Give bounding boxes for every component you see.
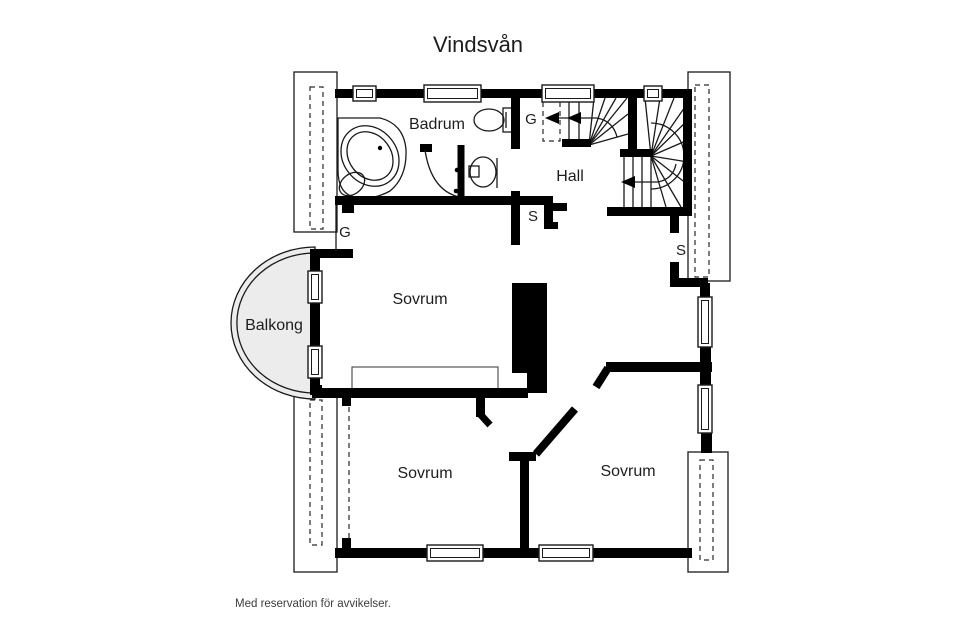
toilet-icon (473, 107, 513, 133)
chimney (512, 283, 547, 373)
staircase (542, 97, 689, 208)
room-label-hall: Hall (556, 168, 584, 185)
wardrobe-outline (351, 366, 499, 392)
room-label-sovrum-lower-left: Sovrum (397, 465, 452, 482)
room-labels: Vindsvån Badrum Hall Balkong Sovrum Sovr… (245, 32, 686, 482)
shower-icon (420, 144, 465, 200)
stair-direction-arrow (545, 112, 559, 124)
sink-icon (468, 156, 498, 188)
window-icon (697, 384, 713, 434)
closet-label-g-left: G (339, 224, 351, 241)
wall-sovrum-divider (312, 388, 528, 398)
page-title: Vindsvån (433, 32, 523, 57)
stair-direction-arrow (621, 176, 635, 188)
under-stair-closet (542, 100, 561, 142)
wall-stair-bottom (607, 207, 692, 216)
wall-badrum-hall-upper (511, 89, 520, 149)
disclaimer-text: Med reservation för avvikelser. (235, 598, 391, 610)
balcony (230, 246, 316, 400)
balcony-railing (236, 252, 316, 394)
closet-label-s-hall: S (528, 208, 538, 225)
windows (307, 84, 713, 562)
wall-corridor (606, 362, 712, 372)
furniture (351, 366, 499, 392)
room-label-sovrum-upper: Sovrum (392, 291, 447, 308)
closet-label-s-right: S (676, 242, 686, 259)
window-icon (541, 84, 595, 103)
window-icon (352, 85, 377, 102)
window-icon (426, 544, 484, 562)
balcony-door-icon (307, 345, 323, 379)
wall-right-upper (683, 89, 692, 216)
room-label-balkong: Balkong (245, 317, 303, 334)
wall-bedroom-divider (520, 458, 529, 553)
wall-badrum-hall-lower (511, 191, 520, 245)
walls (310, 89, 712, 558)
wall-balcony-side (310, 252, 320, 274)
balcony-floor (230, 246, 316, 400)
dormer-top-left (293, 71, 338, 233)
wall-diagonal (532, 406, 579, 457)
dormer-bottom-right (687, 451, 729, 573)
balcony-door-icon (307, 270, 323, 304)
dormer-top-right (687, 71, 731, 282)
room-label-badrum: Badrum (409, 116, 465, 133)
wall-bottom (335, 548, 692, 558)
bathtub-icon (337, 117, 407, 199)
wall-badrum-bottom (335, 196, 553, 205)
window-icon (643, 85, 663, 102)
window-icon (423, 84, 482, 103)
closet-label-g-stairs: G (525, 111, 537, 128)
wall-stair-spine (628, 89, 637, 157)
room-label-sovrum-lower-right: Sovrum (600, 463, 655, 480)
stair-direction-arrow (567, 112, 581, 124)
window-icon (538, 544, 594, 562)
window-icon (697, 296, 713, 348)
